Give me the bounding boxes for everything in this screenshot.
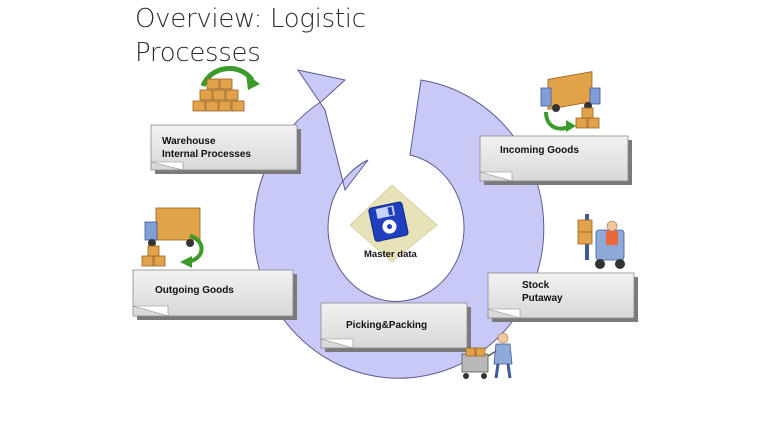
box-stock [487, 272, 638, 322]
label-stock-line-1: Stock [522, 280, 550, 291]
label-warehouse-line-2: Internal Processes [162, 149, 251, 160]
box-outgoing [132, 269, 297, 320]
box-picking [320, 302, 471, 352]
forklift-icon [577, 214, 625, 269]
label-stock-putaway: Stock Putaway [522, 279, 563, 305]
label-picking-packing: Picking&Packing [346, 320, 428, 331]
master-data-icon-group [349, 184, 438, 263]
label-stock-line-2: Putaway [522, 293, 563, 304]
boxes-rotate-icon [192, 66, 260, 112]
label-warehouse-line-1: Warehouse [162, 136, 216, 147]
box-incoming [479, 135, 632, 185]
label-incoming-goods: Incoming Goods [500, 145, 579, 156]
label-outgoing-goods: Outgoing Goods [155, 285, 234, 296]
box-warehouse [150, 124, 301, 174]
slide-title-line-1: Overview: Logistic [135, 4, 366, 34]
label-master-data: Master data [364, 249, 417, 260]
slide-title: Overview: Logistic Processes [135, 2, 366, 70]
cart-worker-icon [461, 332, 513, 379]
truck-unload-icon [540, 71, 601, 132]
truck-load-icon [141, 207, 204, 268]
label-warehouse: Warehouse Internal Processes [162, 135, 251, 161]
floppy-disk-icon [368, 201, 409, 242]
slide-title-line-2: Processes [135, 38, 261, 68]
